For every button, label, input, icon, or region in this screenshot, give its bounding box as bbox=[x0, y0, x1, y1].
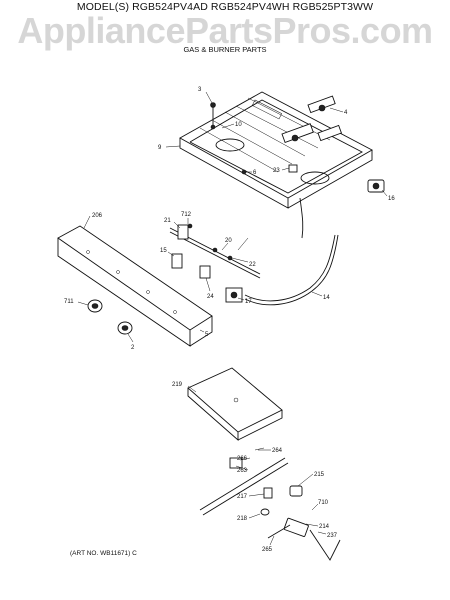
callout-22: 22 bbox=[249, 262, 256, 268]
callout-265: 265 bbox=[262, 547, 273, 553]
watermark-logo: AppliancePartsPros.com bbox=[17, 10, 433, 51]
art-number: (ART NO. WB11671) C bbox=[70, 550, 137, 557]
callout-215: 215 bbox=[314, 472, 325, 478]
valve-assembly-top bbox=[281, 95, 342, 144]
igniter-part bbox=[367, 179, 385, 193]
spring-23 bbox=[288, 164, 298, 173]
callout-218: 218 bbox=[237, 516, 248, 522]
gas-tube-14 bbox=[244, 234, 336, 302]
callout-3: 3 bbox=[198, 87, 202, 93]
callout-5: 5 bbox=[205, 332, 209, 338]
oven-burner-assembly bbox=[199, 447, 341, 561]
callout-20: 20 bbox=[225, 238, 232, 244]
callout-23: 23 bbox=[273, 168, 280, 174]
knob-711 bbox=[87, 299, 103, 313]
callout-2: 2 bbox=[131, 345, 135, 351]
callout-14: 14 bbox=[323, 295, 330, 301]
callout-710: 710 bbox=[318, 500, 329, 506]
callout-4: 4 bbox=[344, 110, 348, 116]
burner-box bbox=[179, 91, 373, 209]
screw-6 bbox=[241, 169, 247, 175]
callout-21: 21 bbox=[164, 218, 171, 224]
callout-219: 219 bbox=[172, 382, 183, 388]
model-numbers: MODEL(S) RGB524PV4AD RGB524PV4WH RGB525P… bbox=[76, 1, 374, 13]
callout-214: 214 bbox=[319, 524, 330, 530]
callout-9: 9 bbox=[158, 145, 162, 151]
callout-711: 711 bbox=[64, 299, 74, 305]
gas-manifold-pipe bbox=[169, 223, 261, 303]
callout-24: 24 bbox=[207, 294, 214, 300]
callout-264: 264 bbox=[272, 448, 283, 454]
callout-10: 10 bbox=[235, 122, 242, 128]
callout-6: 6 bbox=[253, 170, 257, 176]
callout-16: 16 bbox=[388, 196, 395, 202]
callout-237: 237 bbox=[327, 533, 338, 539]
callout-labels: 3 4 9 10 6 23 16 206 21 712 15 20 22 24 … bbox=[64, 87, 395, 553]
callout-712: 712 bbox=[181, 212, 192, 218]
header: AppliancePartsPros.com MODEL(S) RGB524PV… bbox=[0, 0, 450, 60]
callout-266: 266 bbox=[237, 456, 248, 462]
leader-lines bbox=[77, 91, 388, 546]
callout-206: 206 bbox=[92, 213, 103, 219]
callout-217: 217 bbox=[237, 494, 248, 500]
callout-15: 15 bbox=[160, 248, 167, 254]
diagram-subtitle: GAS & BURNER PARTS bbox=[183, 45, 267, 54]
oven-baffle bbox=[187, 367, 283, 441]
callout-17: 17 bbox=[245, 299, 252, 305]
manifold-panel bbox=[57, 225, 213, 347]
knob-2 bbox=[117, 321, 133, 335]
callout-263: 263 bbox=[237, 468, 248, 474]
